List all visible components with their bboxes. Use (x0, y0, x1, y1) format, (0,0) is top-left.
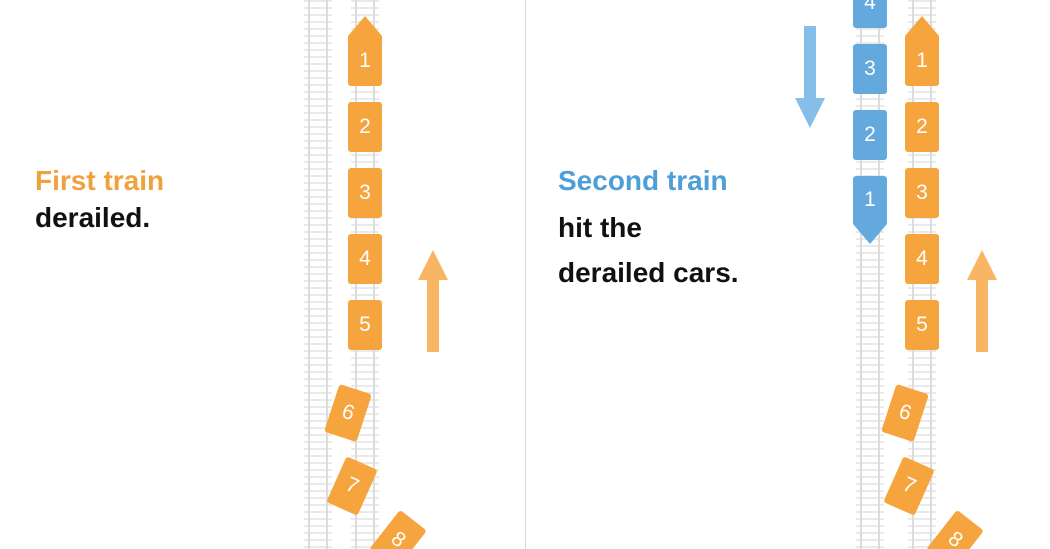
right-first-train-car-3: 3 (905, 168, 939, 218)
car-number: 7 (899, 472, 920, 499)
up-arrow-icon (418, 250, 448, 352)
left-panel-empty-track (304, 0, 332, 549)
car-number: 6 (339, 399, 358, 426)
car-number: 7 (342, 472, 363, 499)
car-number: 4 (359, 247, 371, 270)
car-number: 8 (386, 526, 410, 549)
car-number: 2 (359, 115, 371, 138)
first-train-caption-accent: First train (35, 165, 165, 196)
second-train-caption: Second train hit the derailed cars. (558, 166, 739, 288)
first-train-car-2: 2 (348, 102, 382, 152)
car-number: 2 (916, 115, 928, 138)
first-train-car-4: 4 (348, 234, 382, 284)
down-arrow-icon (795, 26, 825, 128)
panel-divider (525, 0, 526, 549)
car-number: 6 (896, 399, 915, 426)
second-train-car-3: 3 (853, 44, 887, 94)
car-number: 1 (359, 49, 371, 72)
car-number: 5 (916, 313, 928, 336)
right-first-train-car-4: 4 (905, 234, 939, 284)
car-number: 3 (864, 57, 876, 80)
car-number: 1 (916, 49, 928, 72)
second-train-car-4: 4 (853, 0, 887, 28)
car-number: 8 (943, 526, 967, 549)
car-number: 1 (864, 188, 876, 211)
car-number: 2 (864, 123, 876, 146)
car-number: 3 (359, 181, 371, 204)
up-arrow-icon (967, 250, 997, 352)
first-train-caption: First train derailed. (35, 166, 164, 233)
first-train-car-3: 3 (348, 168, 382, 218)
right-first-train-car-5: 5 (905, 300, 939, 350)
second-train-caption-line2: hit the (558, 212, 642, 243)
car-number: 3 (916, 181, 928, 204)
first-train-car-5: 5 (348, 300, 382, 350)
right-first-train-car-2: 2 (905, 102, 939, 152)
second-train-car-2: 2 (853, 110, 887, 160)
first-train-caption-line2: derailed. (35, 202, 151, 233)
car-number: 4 (864, 0, 876, 14)
car-number: 5 (359, 313, 371, 336)
car-number: 4 (916, 247, 928, 270)
second-train-caption-line3: derailed cars. (558, 257, 739, 288)
second-train-caption-accent: Second train (558, 165, 728, 196)
